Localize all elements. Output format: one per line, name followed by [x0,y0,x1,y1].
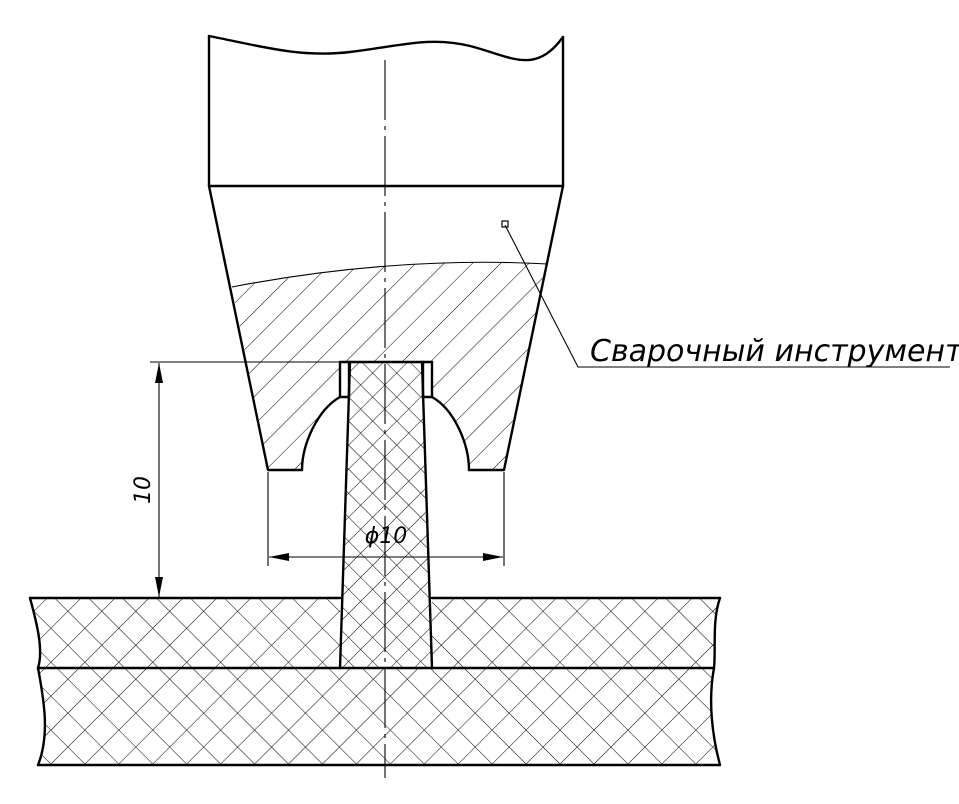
tool-leader: Сварочный инструмент [501,220,959,369]
height-dimension: 10 [131,361,340,597]
lower-plate [36,666,722,767]
tool-shank [207,34,565,188]
upper-plate [28,596,722,670]
diameter-dimension: ϕ10 [267,472,505,566]
tool-label: Сварочный инструмент [590,334,959,369]
diameter-dimension-label: ϕ10 [365,524,408,549]
stud [338,360,434,670]
height-dimension-label: 10 [131,476,156,504]
tool-head [207,184,565,472]
